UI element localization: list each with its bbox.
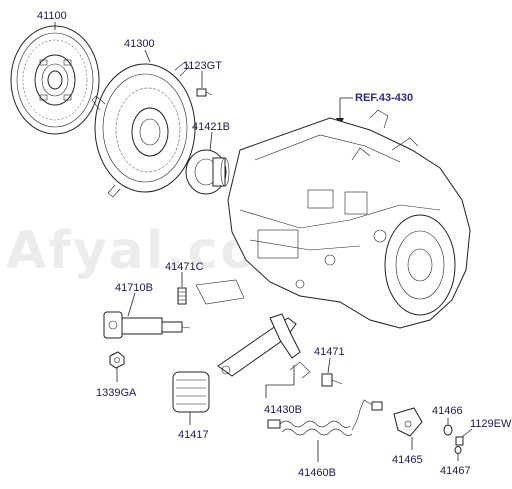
- label-pressure-plate: 41300: [124, 38, 155, 50]
- reference-label[interactable]: REF.43-430: [355, 92, 413, 104]
- pressure-plate[interactable]: [91, 61, 196, 198]
- label-bracket: 41465: [392, 454, 423, 466]
- label-release-bearing: 41421B: [192, 121, 230, 133]
- dust-boot[interactable]: [177, 287, 187, 305]
- bracket[interactable]: [393, 407, 423, 437]
- label-concentric-cylinder: 41710B: [115, 282, 153, 294]
- bolt-top[interactable]: [196, 88, 213, 97]
- boot-cover[interactable]: [172, 371, 210, 413]
- label-spring-clip: 41471: [314, 346, 345, 358]
- label-bolt-bracket: 1129EW: [470, 418, 512, 430]
- spring-clip[interactable]: [289, 361, 343, 387]
- label-bolt-small: 41467: [440, 465, 471, 477]
- label-release-fork: 41430B: [264, 404, 302, 416]
- bolt-bracket[interactable]: [455, 436, 464, 446]
- label-clutch-disc: 41100: [37, 10, 67, 22]
- nut[interactable]: [109, 351, 125, 369]
- transaxle-housing[interactable]: [195, 109, 471, 329]
- label-nut: 1339GA: [96, 387, 137, 399]
- label-bolt-top: 1123GT: [183, 60, 222, 72]
- bolt-small[interactable]: [454, 446, 462, 454]
- washer[interactable]: [443, 424, 453, 436]
- hose[interactable]: [267, 399, 383, 436]
- release-bearing[interactable]: [185, 149, 230, 195]
- label-boot-cover: 41417: [178, 429, 209, 441]
- release-fork[interactable]: [217, 313, 301, 377]
- concentric-cylinder[interactable]: [103, 311, 191, 339]
- label-washer: 41466: [432, 405, 463, 417]
- clutch-disc[interactable]: [10, 25, 100, 135]
- label-hose: 41460B: [298, 467, 336, 479]
- label-dust-boot: 41471C: [165, 261, 204, 273]
